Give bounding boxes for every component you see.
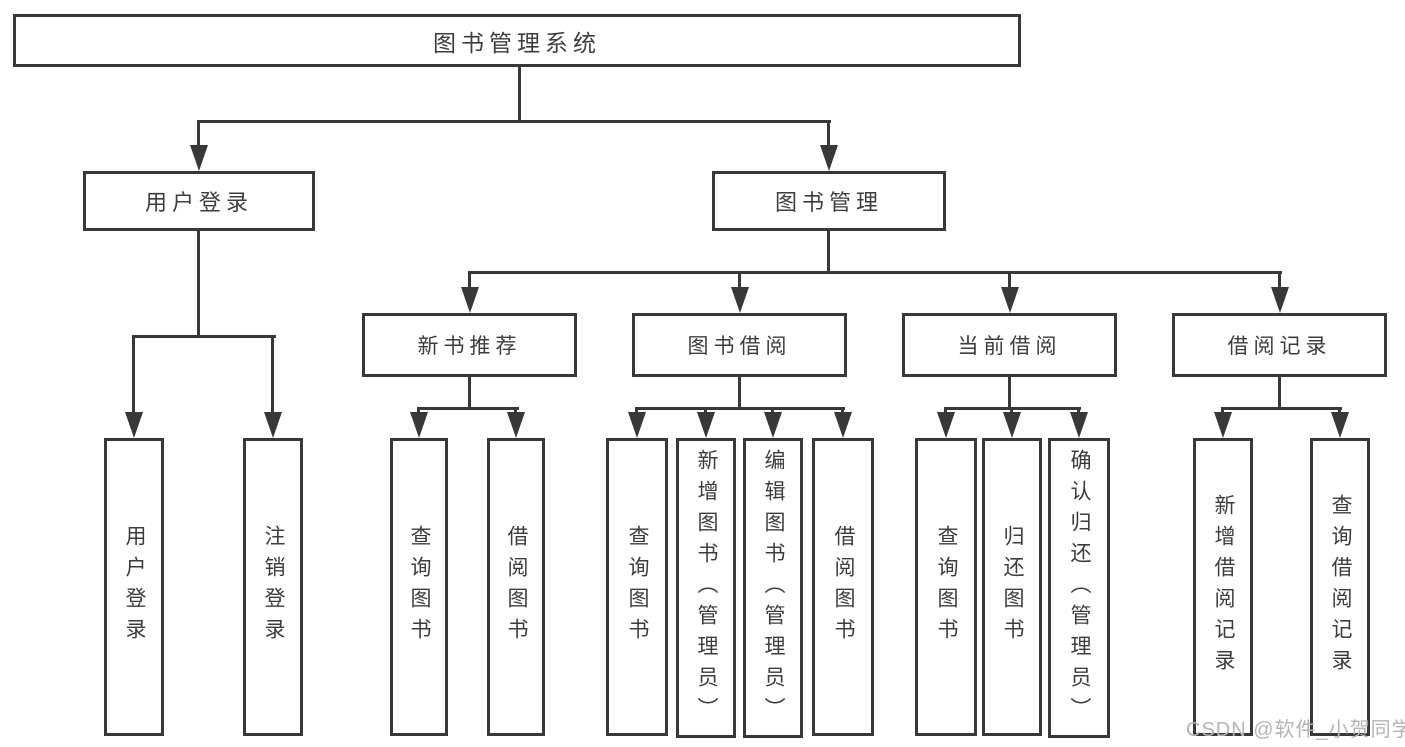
connector-to-add-book [704, 407, 707, 416]
csdn-watermark: CSDN @软件_小贺同学 [1186, 719, 1405, 741]
connector-current-borrow-stem [1008, 375, 1011, 410]
leaf-query-borrow-record: 查询借阅记录 [1310, 438, 1370, 736]
arrowhead-to-return-book [1003, 412, 1021, 438]
node-book-management: 图书管理 [712, 171, 946, 231]
arrowhead-to-query-books-2 [628, 412, 646, 438]
arrowhead-to-borrow-books-1 [507, 412, 525, 438]
connector-to-query-books-3 [944, 407, 947, 416]
connector-to-book-management [827, 120, 830, 147]
leaf-query-books-1: 查询图书 [390, 438, 448, 736]
node-borrow-records: 借阅记录 [1172, 313, 1387, 377]
node-user-login: 用户登录 [83, 171, 315, 231]
leaf-query-books-3: 查询图书 [915, 438, 977, 736]
arrowhead-to-borrow-records [1271, 287, 1289, 313]
connector-to-return-book [1010, 407, 1013, 416]
arrowhead-to-edit-book [764, 412, 782, 438]
connector-to-query-books-2 [635, 407, 638, 416]
connector-to-book-borrow [738, 271, 741, 289]
arrowhead-to-add-book [697, 412, 715, 438]
arrowhead-to-new-book [461, 287, 479, 313]
connector-book-mgmt-stem [827, 230, 830, 273]
leaf-return-book: 归还图书 [982, 438, 1042, 736]
arrowhead-to-confirm-return [1070, 412, 1088, 438]
connector-to-query-record [1338, 407, 1341, 416]
connector-root-stem [518, 66, 521, 123]
connector-to-confirm-return [1077, 407, 1080, 416]
arrowhead-to-query-record [1331, 412, 1349, 438]
node-book-borrow: 图书借阅 [632, 313, 847, 377]
connector-new-book-stem [468, 375, 471, 410]
connector-to-query-books-1 [417, 407, 420, 416]
arrowhead-to-book-management [820, 145, 838, 171]
arrowhead-to-book-borrow [731, 287, 749, 313]
connector-borrow-records-split [1221, 407, 1342, 410]
leaf-edit-book-admin: 编辑图书（管理员） [743, 438, 803, 738]
node-root: 图书管理系统 [13, 14, 1021, 67]
connector-book-borrow-split [635, 407, 845, 410]
leaf-query-books-2: 查询图书 [606, 438, 668, 736]
connector-root-split [197, 120, 831, 123]
arrowhead-to-query-books-1 [410, 412, 428, 438]
connector-to-edit-book [771, 407, 774, 416]
connector-book-mgmt-split [468, 271, 1282, 274]
node-new-book-recommend: 新书推荐 [362, 313, 577, 377]
arrowhead-to-leaf-user-login [125, 412, 143, 438]
connector-to-borrow-records [1278, 271, 1281, 289]
leaf-logout: 注销登录 [243, 438, 303, 736]
connector-new-book-split [417, 407, 519, 410]
leaf-borrow-books-1: 借阅图书 [487, 438, 545, 736]
leaf-borrow-books-2: 借阅图书 [812, 438, 874, 736]
leaf-confirm-return-admin: 确认归还（管理员） [1048, 438, 1110, 738]
connector-to-add-record [1221, 407, 1224, 416]
leaf-add-book-admin: 新增图书（管理员） [676, 438, 736, 738]
leaf-add-borrow-record: 新增借阅记录 [1193, 438, 1253, 736]
arrowhead-to-current-borrow [1001, 287, 1019, 313]
node-current-borrow: 当前借阅 [902, 313, 1117, 377]
connector-to-leaf-user-login [132, 335, 135, 415]
arrowhead-to-add-record [1214, 412, 1232, 438]
leaf-user-login: 用户登录 [104, 438, 164, 736]
connector-to-new-book [468, 271, 471, 289]
arrowhead-to-borrow-books-2 [834, 412, 852, 438]
connector-user-login-split [132, 335, 276, 338]
connector-to-borrow-books-2 [841, 407, 844, 416]
connector-to-leaf-logout [271, 335, 274, 415]
connector-to-user-login [197, 120, 200, 147]
connector-user-login-stem [197, 230, 200, 337]
connector-borrow-records-stem [1278, 375, 1281, 410]
arrowhead-to-query-books-3 [937, 412, 955, 438]
connector-to-borrow-books-1 [514, 407, 517, 416]
arrowhead-to-leaf-logout [264, 412, 282, 438]
connector-book-borrow-stem [738, 375, 741, 410]
arrowhead-to-user-login [190, 145, 208, 171]
connector-to-current-borrow [1008, 271, 1011, 289]
